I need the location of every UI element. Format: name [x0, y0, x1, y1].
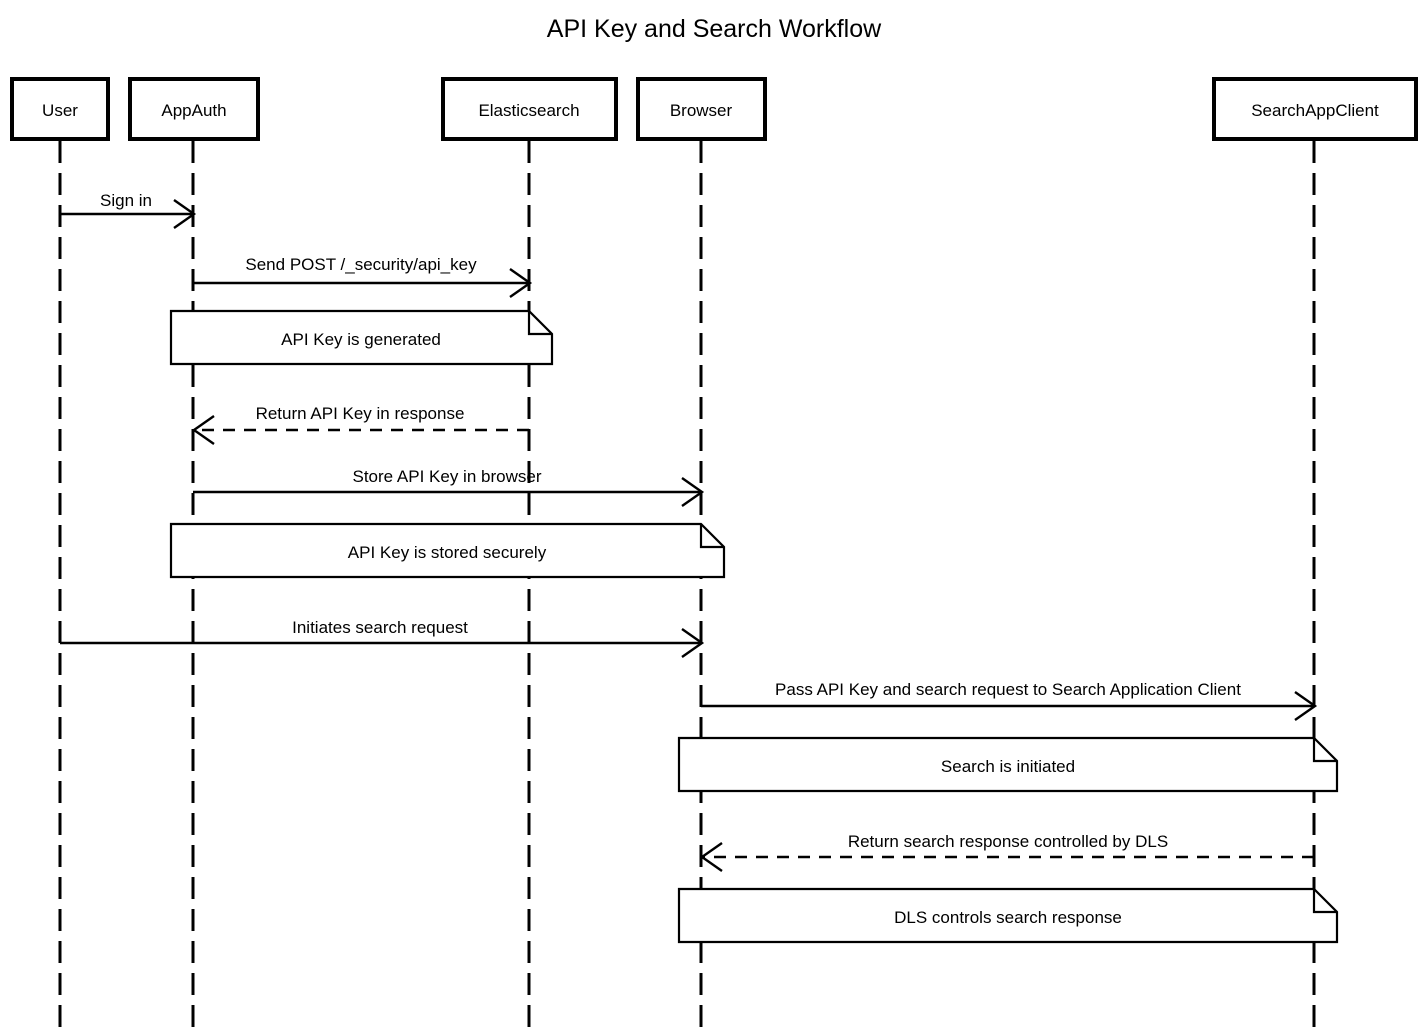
message-label-initiates-search-request: Initiates search request [292, 618, 468, 637]
participant-label-searchappclient: SearchAppClient [1251, 101, 1379, 120]
note-label-search-is-initiated: Search is initiated [941, 757, 1075, 776]
participant-box-appauth [128, 77, 260, 141]
participant-box-user [10, 77, 110, 141]
note-label-api-key-is-stored-securely: API Key is stored securely [348, 543, 547, 562]
participant-elasticsearch[interactable]: Elasticsearch [441, 77, 618, 141]
message-return-search-response[interactable]: Return search response controlled by DLS [699, 832, 1314, 872]
arrow-head-sign-in [173, 199, 197, 229]
arrow-head-return-search-response [699, 842, 723, 872]
arrow-head-return-api-key [191, 415, 215, 445]
page-title: API Key and Search Workflow [547, 15, 882, 43]
note-api-key-is-generated: API Key is generated [169, 309, 554, 366]
message-label-store-api-key: Store API Key in browser [353, 467, 542, 486]
message-sign-in[interactable]: Sign in [60, 191, 197, 229]
message-label-send-post-api-key: Send POST /_security/api_key [245, 255, 477, 274]
note-api-key-is-stored-securely: API Key is stored securely [169, 522, 726, 579]
message-send-post-api-key[interactable]: Send POST /_security/api_key [193, 255, 533, 298]
participant-label-elasticsearch: Elasticsearch [478, 101, 579, 120]
note-shape-search-is-initiated [677, 736, 1339, 793]
participant-box-browser [636, 77, 767, 141]
note-search-is-initiated: Search is initiated [677, 736, 1339, 793]
participant-label-user: User [42, 101, 78, 120]
participant-browser[interactable]: Browser [636, 77, 767, 141]
note-fold-dls-controls-search-response [1312, 889, 1337, 914]
arrow-head-send-post-api-key [509, 268, 533, 298]
arrow-head-initiates-search-request [681, 628, 705, 658]
message-label-pass-api-key-and-search-request: Pass API Key and search request to Searc… [775, 680, 1241, 699]
participant-label-appauth: AppAuth [161, 101, 226, 120]
participant-appauth[interactable]: AppAuth [128, 77, 260, 141]
note-fold-api-key-is-stored-securely [699, 524, 724, 549]
arrow-head-store-api-key [681, 477, 705, 507]
note-label-api-key-is-generated: API Key is generated [281, 330, 441, 349]
note-shape-api-key-is-generated [169, 309, 554, 366]
participant-user[interactable]: User [10, 77, 110, 141]
message-pass-api-key-and-search-request[interactable]: Pass API Key and search request to Searc… [701, 680, 1318, 721]
note-shape-dls-controls-search-response [677, 887, 1339, 944]
note-dls-controls-search-response: DLS controls search response [677, 887, 1339, 944]
arrow-head-pass-api-key-and-search-request [1294, 691, 1318, 721]
message-label-return-api-key: Return API Key in response [256, 404, 465, 423]
note-fold-search-is-initiated [1312, 738, 1337, 763]
note-fold-api-key-is-generated [527, 311, 552, 336]
message-label-return-search-response: Return search response controlled by DLS [848, 832, 1168, 851]
message-label-sign-in: Sign in [100, 191, 152, 210]
message-store-api-key[interactable]: Store API Key in browser [193, 467, 705, 507]
note-shape-api-key-is-stored-securely [169, 522, 726, 579]
message-initiates-search-request[interactable]: Initiates search request [60, 618, 705, 658]
participant-label-browser: Browser [670, 101, 733, 120]
participant-searchappclient[interactable]: SearchAppClient [1212, 77, 1418, 141]
participant-box-searchappclient [1212, 77, 1418, 141]
message-return-api-key[interactable]: Return API Key in response [191, 404, 529, 445]
participant-box-elasticsearch [441, 77, 618, 141]
note-label-dls-controls-search-response: DLS controls search response [894, 908, 1122, 927]
